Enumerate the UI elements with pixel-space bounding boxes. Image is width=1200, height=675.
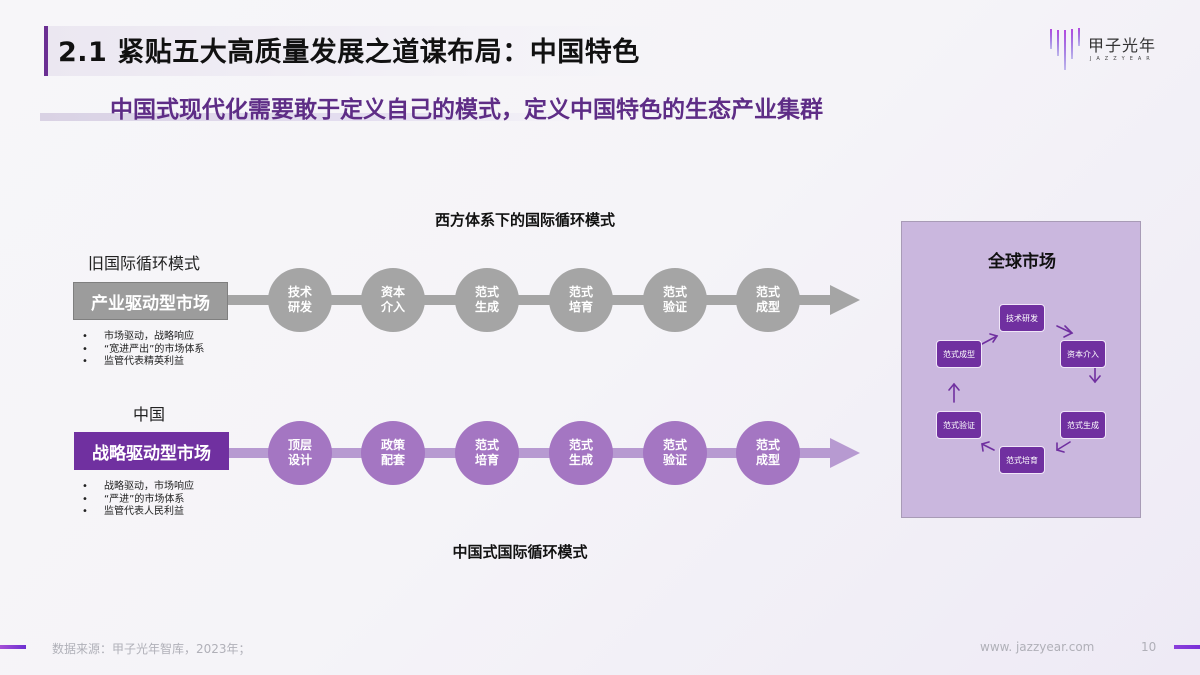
strategy-driven-market-box: 战略驱动型市场 xyxy=(74,432,229,470)
bullet-item: 市场驱动，战略响应 xyxy=(82,331,204,344)
china-node-5: 范式 验证 xyxy=(643,421,707,485)
footer-accent-left xyxy=(0,645,26,649)
page-title: 2.1 紧贴五大高质量发展之道谋布局：中国特色 xyxy=(58,37,640,68)
brand-logo: 甲子光年 JAZZYEAR xyxy=(1048,24,1168,72)
logo-name: 甲子光年 xyxy=(1088,36,1157,55)
global-market-panel: 全球市场 技术研发 资本介入 范式生成 范式培育 范式验证 范式成型 xyxy=(901,221,1141,518)
website-link[interactable]: www. jazzyear.com xyxy=(980,640,1095,654)
data-source: 数据来源：甲子光年智库，2023年； xyxy=(52,642,251,656)
footer-accent-right xyxy=(1174,645,1200,649)
western-mode-label: 西方体系下的国际循环模式 xyxy=(434,211,615,229)
western-row-title: 旧国际循环模式 xyxy=(88,254,201,273)
global-market-title: 全球市场 xyxy=(988,252,1056,272)
china-row-title: 中国 xyxy=(133,405,166,424)
cycle-node-formation: 范式成型 xyxy=(936,340,982,368)
western-node-6: 范式 成型 xyxy=(736,268,800,332)
cycle-node-capital: 资本介入 xyxy=(1060,340,1106,368)
title-bar xyxy=(44,26,664,76)
china-node-6: 范式 成型 xyxy=(736,421,800,485)
bullet-item: “宽进严出”的市场体系 xyxy=(82,344,204,357)
western-node-2: 资本 介入 xyxy=(361,268,425,332)
china-flow-line xyxy=(229,448,833,458)
page-number: 10 xyxy=(1141,640,1157,654)
china-mode-label: 中国式国际循环模式 xyxy=(452,543,588,561)
cycle-node-tech-rd: 技术研发 xyxy=(999,304,1045,332)
western-node-5: 范式 验证 xyxy=(643,268,707,332)
bullet-item: 监管代表精英利益 xyxy=(82,356,204,369)
cycle-node-cultivation: 范式培育 xyxy=(999,446,1045,474)
logo-en: JAZZYEAR xyxy=(1090,56,1155,62)
cycle-node-validation: 范式验证 xyxy=(936,411,982,439)
logo-bars-icon xyxy=(1050,28,1080,70)
china-node-2: 政策 配套 xyxy=(361,421,425,485)
western-node-3: 范式 生成 xyxy=(455,268,519,332)
china-bullets: 战略驱动，市场响应 “严进”的市场体系 监管代表人民利益 xyxy=(82,481,194,519)
bullet-item: “严进”的市场体系 xyxy=(82,494,194,507)
china-node-4: 范式 生成 xyxy=(549,421,613,485)
arrow-right-icon xyxy=(830,285,860,315)
western-bullets: 市场驱动，战略响应 “宽进严出”的市场体系 监管代表精英利益 xyxy=(82,331,204,369)
arrow-right-icon xyxy=(830,438,860,468)
industry-driven-market-box: 产业驱动型市场 xyxy=(73,282,228,320)
subtitle-underline xyxy=(40,113,580,121)
western-node-1: 技术 研发 xyxy=(268,268,332,332)
cycle-node-generation: 范式生成 xyxy=(1060,411,1106,439)
cycle-arrows-icon xyxy=(948,325,1101,453)
bullet-item: 战略驱动，市场响应 xyxy=(82,481,194,494)
western-node-4: 范式 培育 xyxy=(549,268,613,332)
china-node-1: 顶层 设计 xyxy=(268,421,332,485)
page-subtitle: 中国式现代化需要敢于定义自己的模式，定义中国特色的生态产业集群 xyxy=(110,97,823,123)
china-node-3: 范式 培育 xyxy=(455,421,519,485)
western-flow-line xyxy=(228,295,833,305)
bullet-item: 监管代表人民利益 xyxy=(82,506,194,519)
